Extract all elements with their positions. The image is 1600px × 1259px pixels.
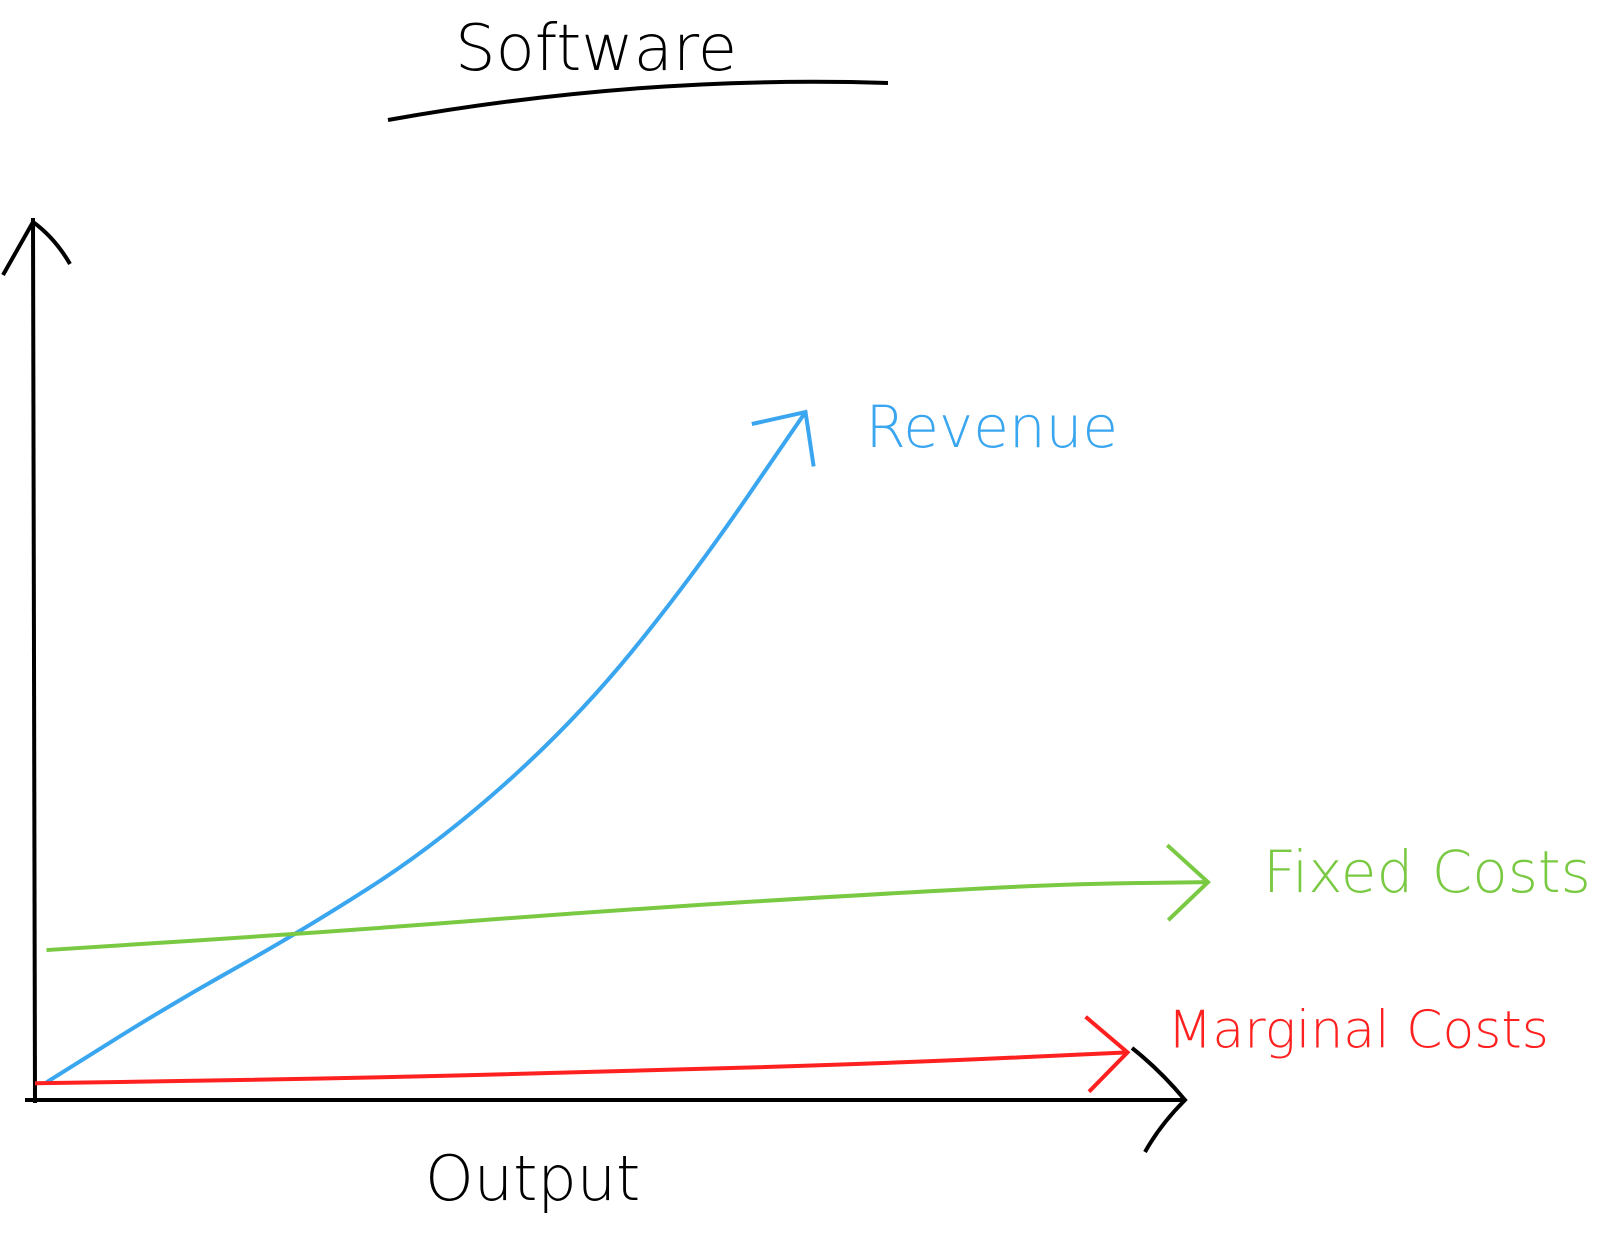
arrowhead-fixed-costs	[1165, 843, 1211, 922]
y-axis-arrowhead	[1, 219, 72, 276]
arrowhead-marginal-costs	[1084, 1015, 1131, 1094]
series-label-revenue: Revenue	[866, 393, 1119, 461]
x-axis-arrowhead	[1130, 1046, 1188, 1153]
chart-title: Software	[455, 12, 737, 86]
series-label-marginal-costs: Marginal Costs	[1168, 1000, 1549, 1060]
title-underline	[387, 79, 889, 122]
series-line-revenue	[45, 410, 808, 1085]
series-line-fixed-costs	[46, 880, 1209, 953]
y-axis	[31, 217, 37, 1104]
series-label-fixed-costs: Fixed Costs	[1263, 838, 1591, 906]
series-line-marginal-costs	[34, 1050, 1128, 1086]
arrowhead-revenue	[751, 409, 816, 467]
x-axis-label: Output	[425, 1142, 640, 1215]
